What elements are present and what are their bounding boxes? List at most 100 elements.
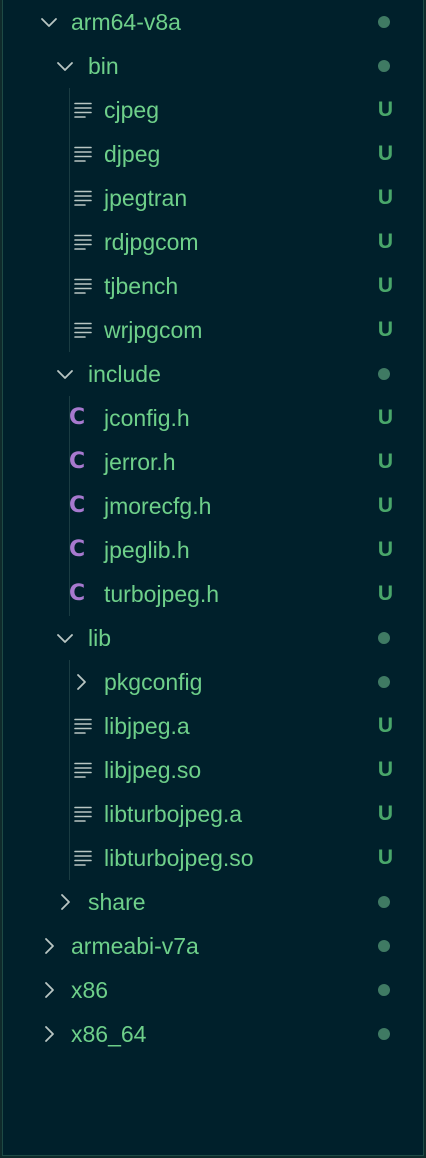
lines-file-icon	[74, 761, 92, 779]
item-label: libjpeg.a	[104, 713, 190, 739]
file-item-cjpeg[interactable]: cjpeg U	[3, 88, 423, 132]
item-label: libjpeg.so	[104, 757, 202, 783]
item-label: jpeglib.h	[104, 537, 190, 563]
untracked-status-badge: U	[377, 450, 393, 473]
folder-item-x86-64[interactable]: x86_64	[3, 1012, 423, 1056]
file-item-libturbojpeg-so[interactable]: libturbojpeg.so U	[3, 836, 423, 880]
untracked-status-badge: U	[377, 318, 393, 341]
folder-item-arm64-v8a[interactable]: arm64-v8a	[3, 0, 423, 44]
file-item-jpegtran[interactable]: jpegtran U	[3, 176, 423, 220]
folder-item-bin[interactable]: bin	[3, 44, 423, 88]
untracked-status-badge: U	[377, 98, 393, 121]
item-label: jconfig.h	[104, 405, 190, 431]
file-item-libjpeg-so[interactable]: libjpeg.so U	[3, 748, 423, 792]
file-item-rdjpgcom[interactable]: rdjpgcom U	[3, 220, 423, 264]
untracked-status-badge: U	[377, 186, 393, 209]
changes-dot-badge	[378, 896, 390, 908]
item-label: share	[88, 889, 146, 915]
lines-file-icon	[74, 233, 92, 251]
changes-dot-badge	[378, 676, 390, 688]
file-item-libturbojpeg-a[interactable]: libturbojpeg.a U	[3, 792, 423, 836]
c-letter-icon: C	[69, 405, 86, 430]
file-item-libjpeg-a[interactable]: libjpeg.a U	[3, 704, 423, 748]
c-letter-icon: C	[69, 537, 86, 562]
item-label: rdjpgcom	[104, 229, 199, 255]
changes-dot-badge	[378, 16, 390, 28]
item-label: bin	[88, 53, 119, 79]
item-label: jpegtran	[104, 185, 188, 211]
item-label: pkgconfig	[104, 669, 203, 695]
untracked-status-badge: U	[377, 802, 393, 825]
lines-file-icon	[74, 849, 92, 867]
folder-item-lib[interactable]: lib	[3, 616, 423, 660]
changes-dot-badge	[378, 984, 390, 996]
folder-item-include[interactable]: include	[3, 352, 423, 396]
untracked-status-badge: U	[377, 538, 393, 561]
indent-guide-bin	[69, 88, 70, 352]
folder-item-armeabi-v7a[interactable]: armeabi-v7a	[3, 924, 423, 968]
indent-guide-include	[69, 396, 70, 616]
changes-dot-badge	[378, 368, 390, 380]
untracked-status-badge: U	[377, 230, 393, 253]
lines-file-icon	[74, 321, 92, 339]
chevron-down-icon[interactable]	[39, 12, 59, 32]
folder-item-pkgconfig[interactable]: pkgconfig	[3, 660, 423, 704]
chevron-right-icon[interactable]	[39, 936, 59, 956]
untracked-status-badge: U	[377, 714, 393, 737]
item-label: x86_64	[71, 1021, 147, 1047]
file-item-djpeg[interactable]: djpeg U	[3, 132, 423, 176]
lines-file-icon	[74, 189, 92, 207]
folder-item-share[interactable]: share	[3, 880, 423, 924]
untracked-status-badge: U	[377, 846, 393, 869]
changes-dot-badge	[378, 940, 390, 952]
changes-dot-badge	[378, 632, 390, 644]
chevron-down-icon[interactable]	[55, 364, 75, 384]
item-label: libturbojpeg.so	[104, 845, 254, 871]
chevron-down-icon[interactable]	[55, 56, 75, 76]
item-label: include	[88, 361, 161, 387]
item-label: tjbench	[104, 273, 179, 299]
item-label: arm64-v8a	[71, 9, 181, 35]
indent-guide-lib	[69, 660, 70, 880]
chevron-right-icon[interactable]	[39, 980, 59, 1000]
chevron-down-icon[interactable]	[55, 628, 75, 648]
c-letter-icon: C	[69, 493, 86, 518]
item-label: lib	[88, 625, 112, 651]
file-item-tjbench[interactable]: tjbench U	[3, 264, 423, 308]
item-label: jmorecfg.h	[104, 493, 212, 519]
changes-dot-badge	[378, 1028, 390, 1040]
c-letter-icon: C	[69, 581, 86, 606]
lines-file-icon	[74, 277, 92, 295]
lines-file-icon	[74, 805, 92, 823]
lines-file-icon	[74, 101, 92, 119]
changes-dot-badge	[378, 60, 390, 72]
item-label: x86	[71, 977, 109, 1003]
item-label: jerror.h	[104, 449, 176, 475]
item-label: wrjpgcom	[104, 317, 203, 343]
item-label: armeabi-v7a	[71, 933, 199, 959]
lines-file-icon	[74, 145, 92, 163]
chevron-right-icon[interactable]	[71, 672, 91, 692]
item-label: turbojpeg.h	[104, 581, 220, 607]
item-label: cjpeg	[104, 97, 159, 123]
untracked-status-badge: U	[377, 142, 393, 165]
chevron-right-icon[interactable]	[55, 892, 75, 912]
item-label: libturbojpeg.a	[104, 801, 243, 827]
item-label: djpeg	[104, 141, 161, 167]
file-item-wrjpgcom[interactable]: wrjpgcom U	[3, 308, 423, 352]
folder-item-x86[interactable]: x86	[3, 968, 423, 1012]
chevron-right-icon[interactable]	[39, 1024, 59, 1044]
untracked-status-badge: U	[377, 582, 393, 605]
untracked-status-badge: U	[377, 274, 393, 297]
lines-file-icon	[74, 717, 92, 735]
untracked-status-badge: U	[377, 406, 393, 429]
untracked-status-badge: U	[377, 494, 393, 517]
c-letter-icon: C	[69, 449, 86, 474]
untracked-status-badge: U	[377, 758, 393, 781]
